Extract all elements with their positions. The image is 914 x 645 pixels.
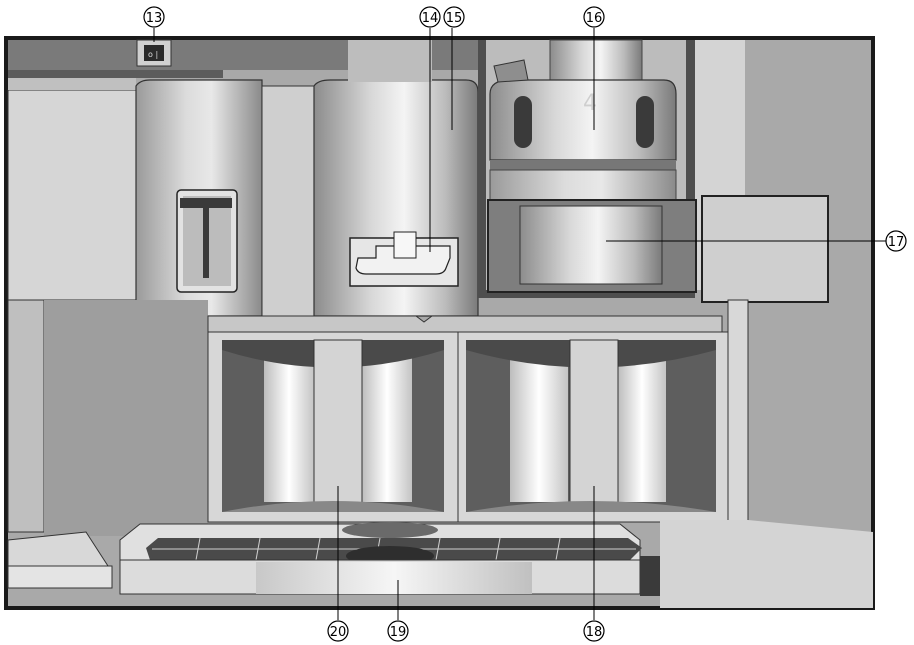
callout-19: 19 bbox=[387, 620, 409, 642]
slider-handle-top bbox=[180, 198, 232, 208]
center-gap-panel bbox=[261, 85, 315, 317]
brew-unit-digit: 4 bbox=[583, 91, 597, 116]
callout-19-label: 19 bbox=[390, 625, 407, 640]
right-lower-wall bbox=[660, 520, 873, 608]
spout-center bbox=[393, 231, 417, 259]
left-lower-wall bbox=[44, 300, 208, 536]
cup-base-right bbox=[466, 501, 716, 512]
cup-tube-left-b bbox=[362, 350, 412, 502]
callout-15: 15 bbox=[443, 6, 465, 28]
brew-unit-slot-left bbox=[514, 96, 532, 148]
right-post bbox=[727, 299, 749, 523]
dispenser-column-right bbox=[569, 339, 619, 511]
callout-15-label: 15 bbox=[446, 11, 463, 26]
left-lower-step bbox=[7, 565, 113, 589]
cup-tube-right-a bbox=[510, 350, 568, 502]
callout-17-label: 17 bbox=[888, 235, 905, 250]
spout-ledge bbox=[207, 315, 723, 333]
brew-unit-ring bbox=[490, 160, 676, 170]
drip-tray-handle bbox=[256, 562, 532, 594]
callout-14-label: 14 bbox=[422, 11, 439, 26]
callout-20: 20 bbox=[327, 620, 349, 642]
power-switch bbox=[144, 45, 164, 61]
spout bbox=[355, 245, 451, 275]
dispenser-neck bbox=[348, 40, 432, 82]
brew-unit-top bbox=[549, 39, 643, 83]
top-band-shadow bbox=[8, 70, 223, 78]
dispenser-column-left bbox=[313, 339, 363, 511]
callout-18-label: 18 bbox=[586, 625, 603, 640]
callout-16-label: 16 bbox=[586, 11, 603, 26]
callout-17: 17 bbox=[885, 230, 907, 252]
callout-18: 18 bbox=[583, 620, 605, 642]
cup-tube-left-a bbox=[264, 350, 314, 502]
switch-symbols: o | bbox=[148, 50, 158, 59]
callout-14: 14 bbox=[419, 6, 441, 28]
drip-tray-edge bbox=[640, 556, 660, 596]
callout-16: 16 bbox=[583, 6, 605, 28]
brew-unit-slot-right bbox=[636, 96, 654, 148]
brew-unit-collar bbox=[489, 169, 677, 201]
brew-unit-lever bbox=[493, 59, 529, 83]
left-upper-panel bbox=[7, 89, 137, 301]
callout-13-label: 13 bbox=[146, 11, 163, 26]
side-box bbox=[701, 195, 829, 303]
slider-handle-stem bbox=[203, 206, 209, 278]
drip-float bbox=[342, 522, 438, 538]
brew-unit bbox=[489, 79, 677, 161]
left-side-panel bbox=[7, 299, 45, 533]
cup-base-left bbox=[222, 501, 444, 512]
left-ledge bbox=[8, 78, 136, 90]
grounds-container bbox=[519, 205, 663, 285]
callout-20-label: 20 bbox=[330, 625, 347, 640]
cup-tube-right-b bbox=[618, 350, 666, 502]
callout-13: 13 bbox=[143, 6, 165, 28]
